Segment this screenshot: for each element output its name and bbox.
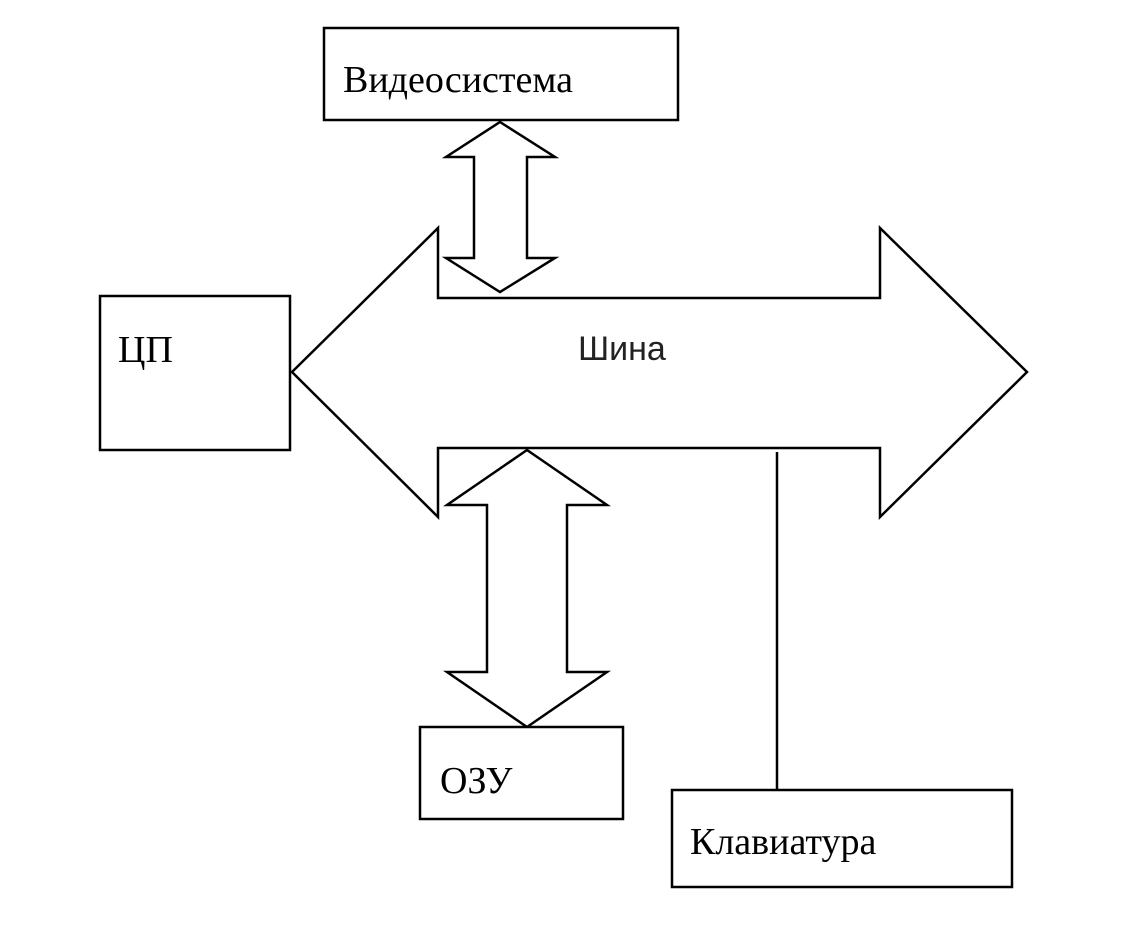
bus-ram-arrow (442, 448, 612, 729)
video-bus-arrow (441, 120, 560, 294)
video-system-label: Видеосистема (343, 59, 573, 101)
keyboard-block (670, 788, 1014, 889)
video-system-block (322, 26, 680, 122)
ram-label: ОЗУ (440, 760, 513, 802)
bus-label: Шина (578, 330, 666, 368)
keyboard-label: Клавиатура (690, 821, 876, 863)
cpu-label: ЦП (118, 329, 173, 371)
ram-block (418, 725, 625, 821)
bus-arrow (290, 225, 1029, 521)
cpu-block (98, 294, 292, 452)
